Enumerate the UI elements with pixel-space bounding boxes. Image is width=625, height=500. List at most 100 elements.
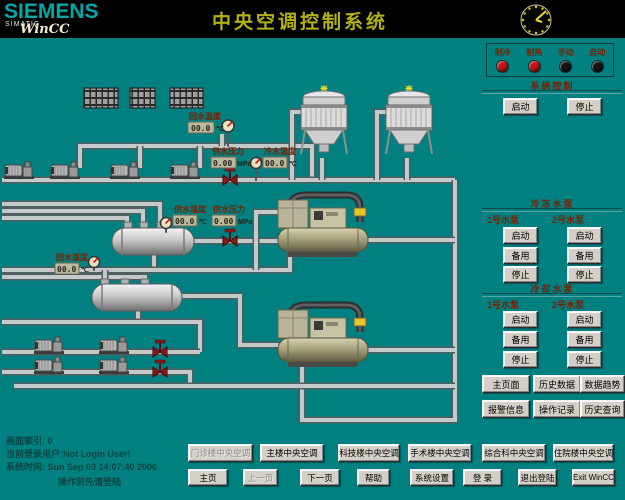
svg-text:MPa: MPa [238,219,253,226]
system-settings-button[interactable]: 系统设置 [410,469,454,486]
cooling-pump1-start-button[interactable]: 启动 [503,311,538,328]
sensor-group-supply-pressure-mid: 供水压力 0.00 MPa [211,204,253,227]
heating-led [527,60,541,73]
logout-button[interactable]: 退出登陆 [518,469,557,486]
svg-text:供水温度: 供水温度 [173,204,207,214]
value-display [262,156,288,169]
chilled-pump1-standby-button[interactable]: 备用 [503,247,538,264]
coil-bank-blocks [83,87,204,109]
system-time-label: 系统时间: Sun Sep 03 14:07:40 2006 [6,462,158,472]
pump [169,161,201,180]
chilled-pump2-standby-button[interactable]: 备用 [567,247,602,264]
sensor-gauges [87,119,263,271]
chilled-pump1-start-button[interactable]: 启动 [503,227,538,244]
cooling-led [496,60,510,73]
login-button[interactable]: 登 录 [463,469,502,486]
section-chilled-pumps: 冷冻水泵 [530,199,575,209]
nav-history-query-button[interactable]: 历史查询 [580,400,625,418]
nav-data-trend-button[interactable]: 数据趋势 [580,375,625,393]
sensor-group-cold-water-temp: 冷水温度 00.0 ℃ [262,146,297,169]
mode-cooling: 制冷 [487,44,519,76]
next-page-button[interactable]: 下一页 [300,469,340,486]
cooling-pump1-stop-button[interactable]: 停止 [503,351,538,368]
nav-history-data-button[interactable]: 历史数据 [533,375,581,393]
svg-text:冷水温度: 冷水温度 [264,146,297,156]
svg-text:供水压力: 供水压力 [211,146,244,156]
svg-text:0.00: 0.00 [214,217,233,226]
value-display [187,121,215,134]
svg-text:℃: ℃ [289,160,297,168]
building-tech-button[interactable]: 科技楼中央空调 [338,444,400,462]
mode-heating: 制热 [519,44,551,76]
manual-led [559,60,573,73]
system-stop-button[interactable]: 停止 [567,98,602,115]
page-title: 中央空调控制系统 [212,12,389,33]
temp-sensor [159,216,173,233]
nav-main-page-button[interactable]: 主页面 [482,375,530,393]
divider [482,293,622,297]
mode-manual: 手动 [550,44,582,76]
chilled-pump2-start-button[interactable]: 启动 [567,227,602,244]
svg-text:回水温度: 回水温度 [56,252,89,262]
svg-text:00.0: 00.0 [191,124,210,133]
coil-bank-2 [129,87,156,109]
temp-sensor [87,255,101,271]
nav-alarm-info-button[interactable]: 报警信息 [482,400,530,418]
svg-text:00.0: 00.0 [265,159,284,168]
svg-text:00.0: 00.0 [57,265,76,274]
mode-auto: 自动 [582,44,614,76]
pump [49,161,81,180]
help-button[interactable]: 帮助 [357,469,390,486]
temp-sensor [221,119,235,147]
cooling-tower-2 [385,84,433,155]
value-display [211,214,237,227]
svg-text:℃: ℃ [216,125,224,133]
prev-page-button[interactable]: 上一页 [243,469,278,486]
clock-icon [520,4,552,36]
pump [3,161,35,180]
divider [482,90,622,94]
building-outpatient-button[interactable]: 门诊楼中央空调 [188,444,253,462]
cooling-pump1-label: 1号水泵 [487,300,520,310]
chilled-pump1-label: 1号水泵 [487,215,520,225]
building-main-button[interactable]: 主楼中央空调 [260,444,324,462]
building-surgery-button[interactable]: 手术楼中央空调 [408,444,472,462]
cooling-pump2-start-button[interactable]: 启动 [567,311,602,328]
siemens-logo: SIEMENS [4,0,99,23]
building-inpatient-button[interactable]: 住院楼中央空调 [553,444,614,462]
sensor-group-return-temp-low: 回水温度 00.0 ℃ [54,252,89,275]
chilled-pump1-stop-button[interactable]: 停止 [503,266,538,283]
value-display [172,214,198,227]
nav-operation-log-button[interactable]: 操作记录 [533,400,581,418]
value-display [54,262,80,275]
exit-wincc-button[interactable]: Exit WinCC [572,469,615,486]
wincc-logo: WinCC [20,22,70,37]
heat-exchanger-1 [111,221,195,256]
current-user-label: 当前登录用户:Not Login User! [6,449,131,459]
building-general-button[interactable]: 综合科中央空调 [482,444,546,462]
pump [109,161,141,180]
cooling-pump2-standby-button[interactable]: 备用 [567,331,602,348]
system-start-button[interactable]: 启动 [503,98,538,115]
home-button[interactable]: 主页 [188,469,228,486]
pump [98,356,130,375]
chilled-pump2-stop-button[interactable]: 停止 [567,266,602,283]
sensor-group-supply-pressure-top: 供水压力 0.00 MPa [210,146,252,169]
svg-text:供水压力: 供水压力 [212,204,245,214]
simatic-label: SIMATIC [5,21,40,28]
section-system-control: 系统控制 [530,81,575,91]
chilled-pump2-label: 2号水泵 [552,215,585,225]
heat-exchanger-2 [91,278,183,312]
cooling-pump1-standby-button[interactable]: 备用 [503,331,538,348]
auto-led [590,60,604,73]
header-bar: SIEMENS SIMATIC WinCC 中央空调控制系统 [0,0,625,38]
cooling-pump2-label: 2号水泵 [552,300,585,310]
svg-text:0.00: 0.00 [213,159,232,168]
cooling-pump2-stop-button[interactable]: 停止 [567,351,602,368]
chiller-2 [278,305,368,367]
screen-index-label: 画面索引: 0 [6,436,53,446]
svg-text:℃: ℃ [81,266,89,274]
coil-bank-3 [169,87,204,109]
